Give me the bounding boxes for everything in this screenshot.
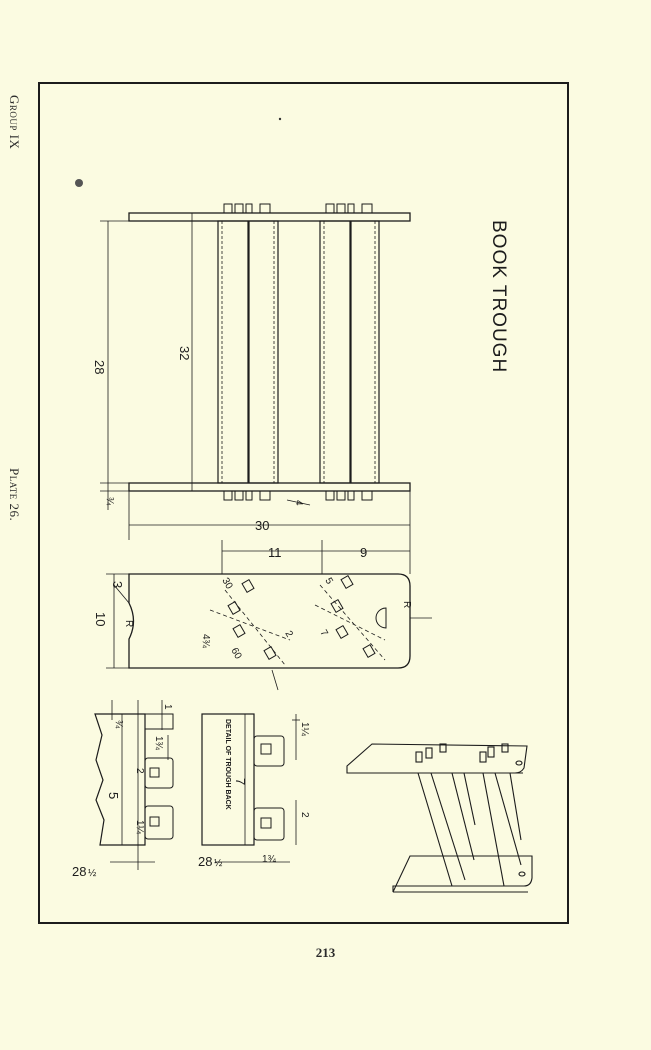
end-board-view — [106, 540, 432, 691]
dim-1-1-4-side: 1¼ — [134, 820, 146, 835]
frac-half-b: ½ — [214, 858, 223, 869]
dim-4: 4 — [293, 500, 304, 506]
dim-7-detail: 7 — [233, 778, 248, 785]
ink-dot — [278, 117, 282, 121]
top-view — [100, 203, 411, 540]
dim-1-1-4-detail: 1¼ — [299, 722, 311, 737]
trough-rail — [217, 220, 249, 484]
dim-5-side: 5 — [106, 792, 121, 799]
dim-1-3-4-detail: 1¾ — [262, 854, 277, 865]
dim-5: 5 — [322, 576, 335, 587]
side-detail — [94, 700, 174, 870]
dim-3-4: ¾ — [104, 497, 115, 506]
top-end-board — [128, 212, 411, 222]
dim-2: 2 — [282, 629, 295, 640]
trough-rail — [350, 220, 380, 484]
dim-60: 60 — [228, 646, 243, 662]
end-board-outline — [128, 573, 411, 669]
dim-radius-2: R — [401, 601, 412, 608]
dim-4-3-4: 4¾ — [200, 634, 211, 649]
trough-rail — [319, 220, 351, 484]
dim-2-side: 2 — [134, 768, 145, 774]
page-number: 213 — [315, 945, 336, 960]
dim-28-half-a: 28 — [72, 864, 86, 879]
bottom-end-board — [128, 482, 411, 492]
dim-28-half-b: 28 — [198, 854, 212, 869]
dim-7: 7 — [317, 628, 330, 639]
frac-half-a: ½ — [88, 868, 97, 879]
dim-1-3-4-side: 1¾ — [153, 736, 164, 751]
dim-1-side: 1 — [162, 704, 173, 710]
dim-32: 32 — [177, 346, 192, 360]
trough-rail — [248, 220, 279, 484]
dim-10: 10 — [93, 612, 108, 626]
dim-3: 3 — [110, 581, 125, 588]
dim-3-4-side: ¾ — [113, 720, 124, 729]
detail-label: DETAIL OF TROUGH BACK — [224, 719, 231, 810]
dim-2-detail: 2 — [299, 812, 310, 818]
trough-back-detail — [201, 713, 300, 863]
dim-11: 11 — [268, 545, 282, 560]
dim-9: 9 — [360, 545, 367, 560]
group-label: Group IX — [7, 95, 22, 150]
perspective-view — [346, 743, 533, 893]
dim-30: 30 — [255, 518, 269, 533]
plate-label: Plate 26. — [7, 468, 22, 522]
ink-spot — [75, 179, 83, 187]
dim-28: 28 — [92, 360, 107, 374]
plate-border — [38, 82, 569, 924]
drawing-title: BOOK TROUGH — [488, 220, 509, 373]
dim-radius: R — [123, 620, 134, 627]
dim-30deg: 30 — [219, 576, 234, 592]
